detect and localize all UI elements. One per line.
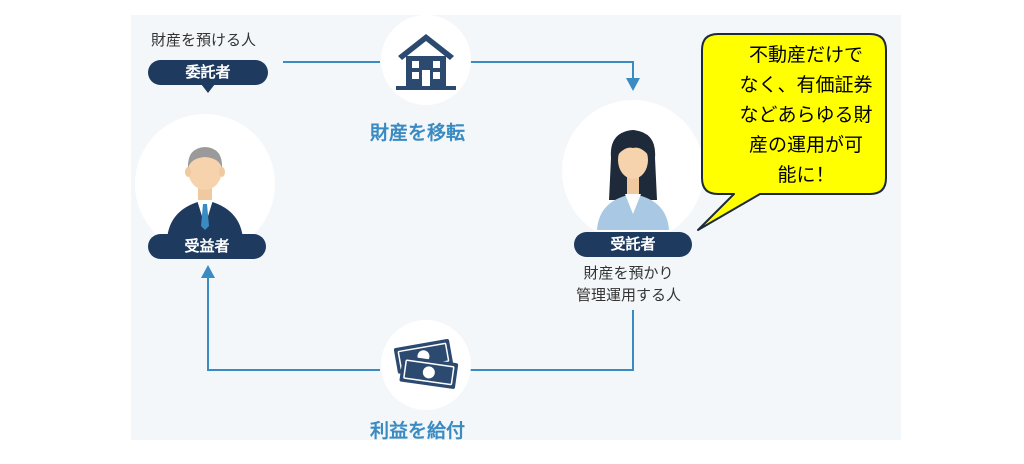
truster-caption: 財産を預ける人 <box>151 31 257 49</box>
businesswoman-icon <box>597 130 669 230</box>
trustee-caption: 財産を預かり 管理運用する人 <box>576 264 682 304</box>
transfer-arrowhead <box>626 78 640 91</box>
callout-bubble <box>697 33 887 231</box>
benefit-arrowhead <box>201 265 215 278</box>
truster-pointer <box>201 84 215 93</box>
money-icon <box>393 338 459 389</box>
house-icon <box>396 34 456 90</box>
benefit-line <box>207 272 634 371</box>
beneficiary-badge: 受益者 <box>148 234 266 259</box>
businessman-icon <box>167 147 243 240</box>
trustee-badge: 受託者 <box>574 232 692 257</box>
transfer-line <box>283 61 634 84</box>
transfer-label: 財産を移転 <box>370 122 466 144</box>
benefit-label: 利益を給付 <box>370 420 466 442</box>
callout-text: 不動産だけで なく、有価証券 などあらゆる財 産の運用が可 能に！ <box>739 44 873 186</box>
truster-badge: 委託者 <box>148 60 268 85</box>
